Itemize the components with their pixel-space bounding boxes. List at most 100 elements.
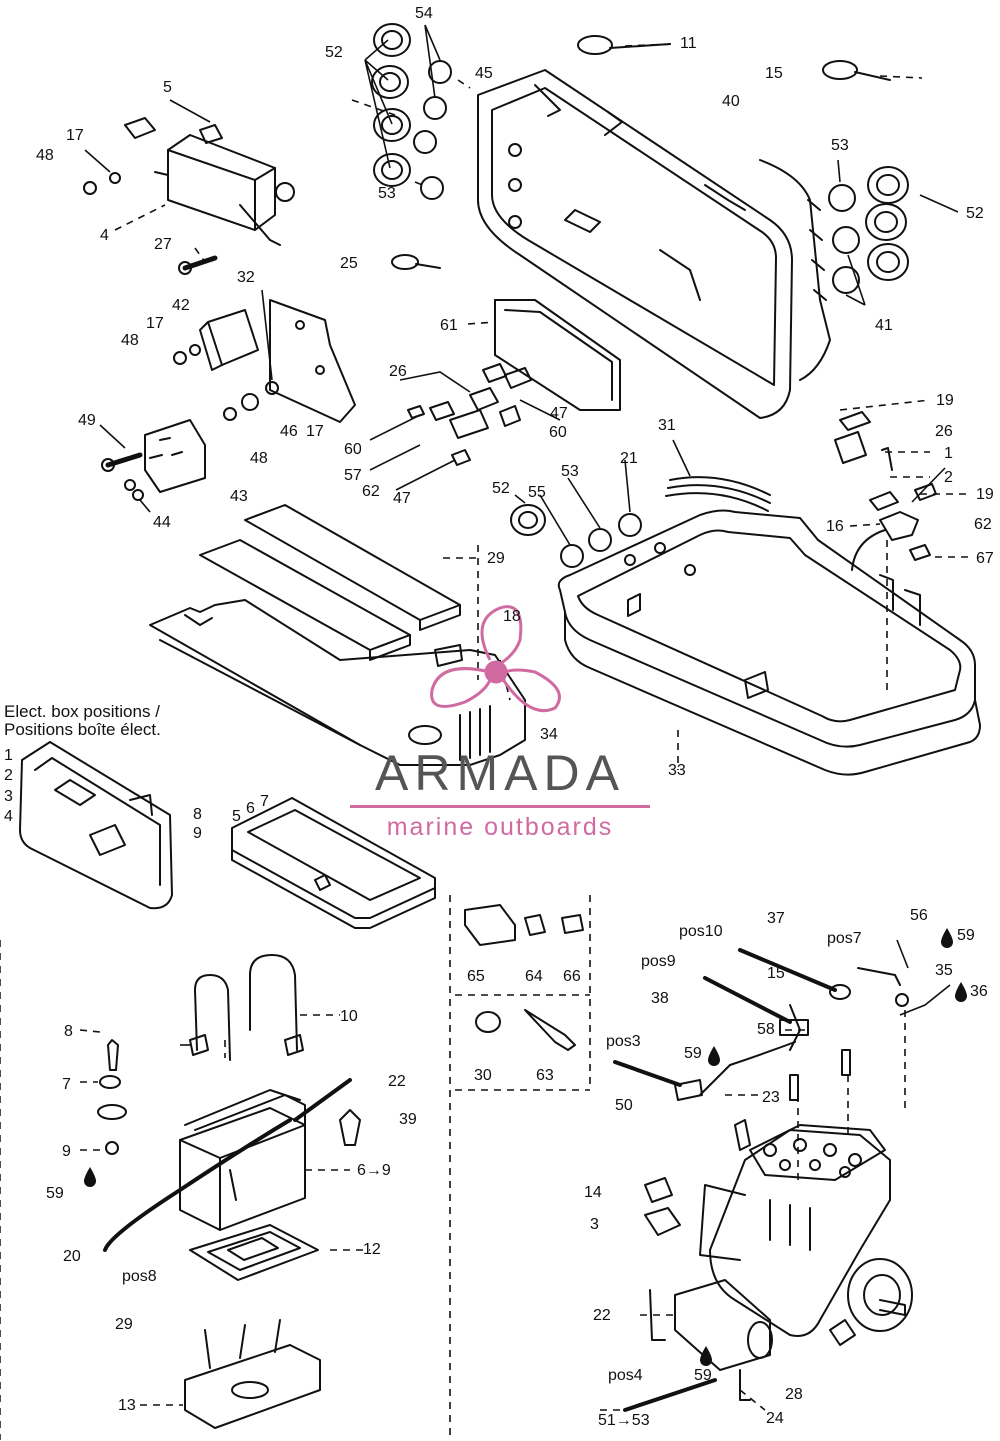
starter-solenoid xyxy=(124,117,295,246)
part-label: 48 xyxy=(121,332,139,349)
part-label: 54 xyxy=(415,5,433,22)
part-label: 20 xyxy=(63,1248,81,1265)
position-label: 6 xyxy=(246,800,255,817)
part-label: 56 xyxy=(910,907,928,924)
part-label: 52 xyxy=(492,480,510,497)
part-label: 45 xyxy=(475,65,493,82)
part-label: pos7 xyxy=(827,930,862,947)
part-label: 36 xyxy=(970,983,988,1000)
part-label: 3 xyxy=(590,1216,599,1233)
position-label: 8 xyxy=(193,806,202,823)
position-label: 3 xyxy=(4,788,13,805)
part-label: 10 xyxy=(340,1008,358,1025)
part-label: 15 xyxy=(765,65,783,82)
part-label: 9 xyxy=(62,1143,71,1160)
electrical-box-cover xyxy=(477,69,831,419)
part-label: 26 xyxy=(935,423,953,440)
part-label: 16 xyxy=(826,518,844,535)
part-label: 32 xyxy=(237,269,255,286)
part-label: 17 xyxy=(66,127,84,144)
part-label: 46 xyxy=(280,423,298,440)
brand-tagline: marine outboards xyxy=(386,813,614,841)
part-label: 37 xyxy=(767,910,785,927)
part-label: 14 xyxy=(584,1184,602,1201)
part-label: 60 xyxy=(344,441,362,458)
part-label: pos9 xyxy=(641,953,676,970)
part-label: 29 xyxy=(115,1316,133,1333)
part-label: pos10 xyxy=(679,923,723,940)
part-label: 55 xyxy=(528,484,546,501)
part-label: 39 xyxy=(399,1111,417,1128)
engine-block xyxy=(699,1124,913,1346)
brand-divider xyxy=(350,805,650,808)
part-label: 62 xyxy=(362,483,380,500)
position-label: 1 xyxy=(4,747,13,764)
part-label: 17 xyxy=(306,423,324,440)
part-label: 47 xyxy=(393,490,411,507)
part-label: 21 xyxy=(620,450,638,467)
battery-assembly xyxy=(179,954,361,1429)
part-label: 64 xyxy=(525,968,543,985)
positions-heading-line2: Positions boîte élect. xyxy=(4,720,161,739)
part-label: 60 xyxy=(549,424,567,441)
part-label: 6→9 xyxy=(357,1162,391,1179)
part-label: 29 xyxy=(487,550,505,567)
part-label: 48 xyxy=(250,450,268,467)
part-label: 51→53 xyxy=(598,1412,650,1429)
part-label: 59 xyxy=(684,1045,702,1062)
part-label: 13 xyxy=(118,1397,136,1414)
part-label: 30 xyxy=(474,1067,492,1084)
electronic-module xyxy=(494,299,621,411)
part-label: 53 xyxy=(831,137,849,154)
part-label: 22 xyxy=(593,1307,611,1324)
part-label: 44 xyxy=(153,514,171,531)
part-label: 42 xyxy=(172,297,190,314)
part-label: 66 xyxy=(563,968,581,985)
part-label: 67 xyxy=(976,550,994,567)
part-label: 65 xyxy=(467,968,485,985)
part-label: 59 xyxy=(46,1185,64,1202)
part-label: 18 xyxy=(503,608,521,625)
part-label: pos8 xyxy=(122,1268,157,1285)
part-label: 26 xyxy=(389,363,407,380)
part-label: 53 xyxy=(378,185,396,202)
part-label: pos3 xyxy=(606,1033,641,1050)
part-label: 38 xyxy=(651,990,669,1007)
part-label: 52 xyxy=(966,205,984,222)
position-label: 9 xyxy=(193,825,202,842)
part-label: 35 xyxy=(935,962,953,979)
part-label: 2 xyxy=(944,469,953,486)
mounting-bracket xyxy=(199,299,356,423)
part-label: 34 xyxy=(540,726,558,743)
part-label: 24 xyxy=(766,1410,784,1427)
grommet-stack-right xyxy=(828,166,909,294)
position-label: 4 xyxy=(4,808,13,825)
part-label: 25 xyxy=(340,255,358,272)
part-label: 59 xyxy=(694,1367,712,1384)
starter-motor xyxy=(649,1279,773,1401)
part-label: 59 xyxy=(957,927,975,944)
elect-box-positions-1-4 xyxy=(19,741,173,910)
part-label: 33 xyxy=(668,762,686,779)
part-label: 49 xyxy=(78,412,96,429)
position-label: 2 xyxy=(4,767,13,784)
part-label: 8 xyxy=(64,1023,73,1040)
part-label: 28 xyxy=(785,1386,803,1403)
oil-drop-icon xyxy=(84,928,967,1366)
terminal-block xyxy=(144,419,206,493)
brand-name: ARMADA xyxy=(375,745,625,801)
part-label: 40 xyxy=(722,93,740,110)
part-label: 22 xyxy=(388,1073,406,1090)
position-label: 7 xyxy=(260,793,269,810)
elect-box-positions-5-7 xyxy=(231,797,436,929)
part-label: 50 xyxy=(615,1097,633,1114)
part-label: 4 xyxy=(100,227,109,244)
part-label: 15 xyxy=(767,965,785,982)
part-label: 27 xyxy=(154,236,172,253)
part-label: 5 xyxy=(163,79,172,96)
part-label: 12 xyxy=(363,1241,381,1258)
part-label: 11 xyxy=(680,35,697,52)
electrical-box-base xyxy=(557,509,981,776)
